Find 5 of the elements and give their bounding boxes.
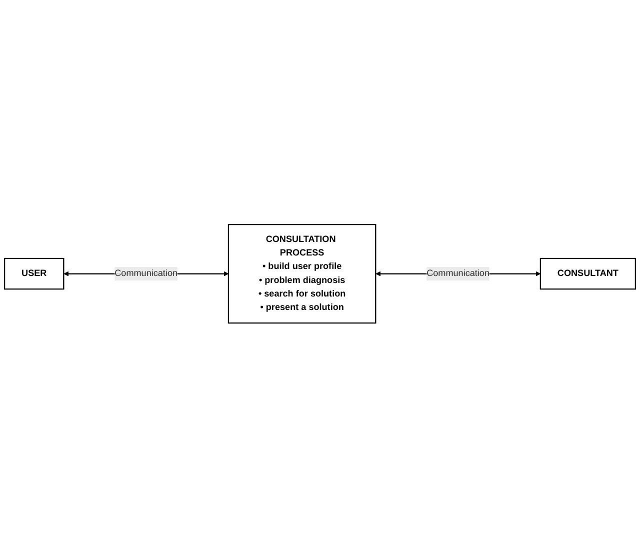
node-box: USER — [4, 258, 64, 290]
node-box: CONSULTANT — [540, 258, 636, 290]
node-box: CONSULTATION PROCESS • build user profile • problem diagnosis • search for solution • present a solution — [228, 224, 376, 324]
edge-label: Communication — [426, 268, 490, 278]
edge-label: Communication — [114, 268, 178, 278]
